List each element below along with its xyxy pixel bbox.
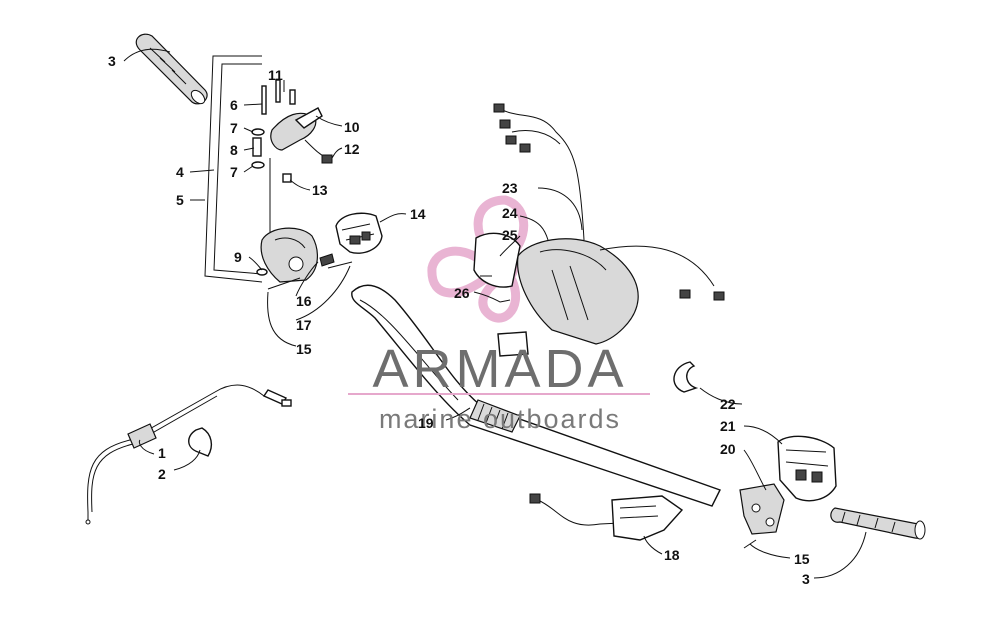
brand-tagline: marine outboards: [379, 404, 621, 434]
callout-25: 25: [502, 227, 518, 243]
callout-11: 11: [268, 67, 283, 83]
callout-17: 17: [296, 317, 312, 333]
handlebar-grip-knurl: [469, 399, 521, 433]
callout-12: 12: [344, 141, 360, 157]
callout-24: 24: [502, 205, 518, 221]
callout-labels: 3 11 6 7 10 8 12 4 7 13 5 14 9 16 17 15 …: [108, 53, 810, 587]
callout-19: 19: [418, 415, 434, 431]
throttle-cable: [85, 384, 292, 525]
control-pod-assembly: [473, 103, 725, 357]
screw-left: [267, 261, 353, 290]
callout-14: 14: [410, 206, 426, 222]
brand-name: ARMADA: [372, 339, 627, 399]
callout-9: 9: [234, 249, 242, 265]
callout-26: 26: [454, 285, 470, 301]
handlebar: [351, 284, 721, 507]
callout-15-right: 15: [794, 551, 810, 567]
callout-8: 8: [230, 142, 238, 158]
throttle-housing: [256, 227, 335, 283]
callout-21: 21: [720, 418, 736, 434]
hand-grip-right: [830, 507, 926, 540]
callout-4: 4: [176, 164, 184, 180]
callout-6: 6: [230, 97, 238, 113]
right-bracket: [739, 483, 785, 549]
callout-18: 18: [664, 547, 680, 563]
callout-1: 1: [158, 445, 166, 461]
callout-20: 20: [720, 441, 736, 457]
leader-lines: [123, 48, 867, 579]
right-switch-housing: [777, 435, 837, 502]
callout-13: 13: [312, 182, 328, 198]
callout-16: 16: [296, 293, 312, 309]
callout-2: 2: [158, 466, 166, 482]
switch-housing: [335, 212, 383, 254]
wiring-harness: [529, 493, 684, 541]
callout-7-upper: 7: [230, 120, 238, 136]
clamp-ring: [673, 361, 699, 393]
hand-grip-left: [135, 33, 208, 105]
callout-5: 5: [176, 192, 184, 208]
callout-7-lower: 7: [230, 164, 238, 180]
callout-3-top: 3: [108, 53, 116, 69]
callout-10: 10: [344, 119, 360, 135]
cable-clamp: [188, 427, 213, 457]
callout-15-left: 15: [296, 341, 312, 357]
throttle-lever-assembly: [251, 79, 333, 240]
bracket-frame: [204, 55, 263, 283]
callout-22: 22: [720, 396, 736, 412]
callout-3-bottom: 3: [802, 571, 810, 587]
callout-23: 23: [502, 180, 518, 196]
